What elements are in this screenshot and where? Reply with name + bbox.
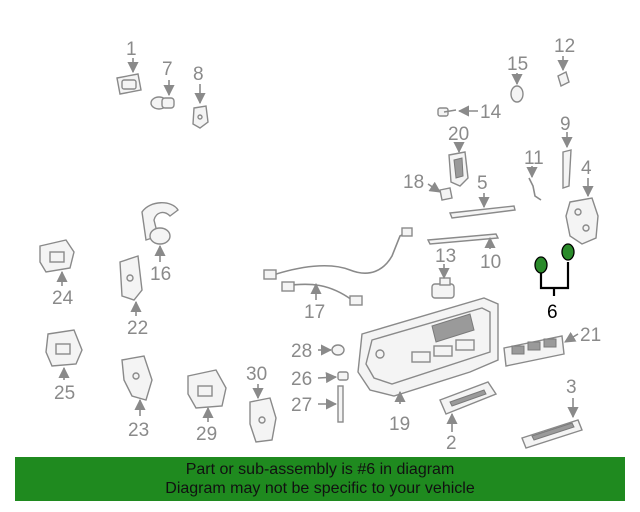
part-19-trim-panel: 19 [357,297,499,435]
part-8-retainer: 8 [192,64,209,129]
callout-13: 13 [435,246,456,267]
callout-24: 24 [52,288,74,309]
part-2-armrest: 2 [439,381,498,454]
part-15-grommet: 15 [507,54,528,103]
banner-line-2: Diagram may not be specific to your vehi… [165,480,475,497]
part-17-harness: 17 [263,227,413,323]
callout-21: 21 [580,325,601,346]
callout-15: 15 [507,54,528,75]
part-22-bracket: 22 [119,255,148,339]
part-16-hose: 16 [141,202,179,285]
callout-11: 11 [524,148,544,169]
part-3-sill-plate: 3 [521,377,583,449]
part-20-inside-handle: 20 [448,124,469,187]
callout-26: 26 [291,369,312,390]
callout-16: 16 [150,264,171,285]
part-12-clip: 12 [554,36,575,87]
callout-3: 3 [566,377,577,398]
callout-6: 6 [547,302,558,323]
callout-4: 4 [581,158,592,179]
info-banner: Part or sub-assembly is #6 in diagram Di… [15,457,625,501]
part-4-latch: 4 [565,158,599,245]
part-5-rod: 5 [449,173,516,219]
callout-25: 25 [54,383,75,404]
part-27-rod: 27 [291,385,344,423]
part-24-hinge: 24 [39,239,75,309]
callout-12: 12 [554,36,575,57]
callout-5: 5 [477,173,488,194]
callout-23: 23 [128,420,149,441]
callout-19: 19 [389,414,410,435]
part-29-hinge: 29 [187,369,227,445]
part-9-rod: 9 [560,114,573,189]
part-30-bracket: 30 [246,364,277,443]
part-23-bracket: 23 [121,355,153,441]
part-1-handle: 1 [116,39,142,95]
callout-9: 9 [560,114,571,135]
callout-10: 10 [480,252,501,273]
callout-28: 28 [291,341,312,362]
callout-22: 22 [127,318,148,339]
callout-27: 27 [291,395,312,416]
part-14-bolt: 14 [437,102,502,123]
callout-20: 20 [448,124,469,145]
part-28-plug: 28 [291,341,345,362]
callout-1: 1 [126,39,137,60]
callout-29: 29 [196,424,217,445]
callout-2: 2 [446,433,457,454]
part-11-link-rod: 11 [524,148,544,201]
callout-8: 8 [193,64,204,85]
part-13-actuator: 13 [431,246,456,299]
part-21-switch-panel: 21 [503,325,601,367]
part-25-hinge: 25 [45,329,83,404]
callout-7: 7 [162,59,173,80]
part-7-lock-cylinder: 7 [150,59,175,110]
callout-14: 14 [480,102,502,123]
part-18-clip: 18 [403,172,453,201]
banner-line-1: Part or sub-assembly is #6 in diagram [185,461,455,478]
part-6-clips: 6 [534,243,575,323]
part-10-cable: 10 [426,233,501,273]
callout-17: 17 [304,302,325,323]
part-26-clip: 26 [291,369,349,390]
callout-30: 30 [246,364,267,385]
callout-18: 18 [403,172,424,193]
